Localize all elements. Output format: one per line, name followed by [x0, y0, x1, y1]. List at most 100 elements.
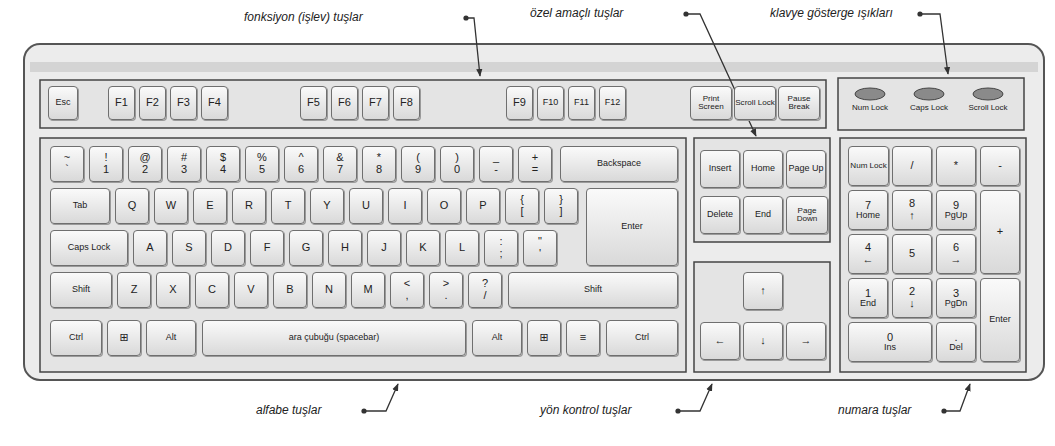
callout-label: yön kontrol tuşlar — [540, 403, 631, 417]
keyboard-key: I — [388, 188, 422, 224]
keyboard-key: @2 — [128, 146, 162, 182]
key-label: / — [483, 290, 486, 302]
key-label: M — [363, 284, 372, 296]
key-label: D — [224, 242, 232, 254]
key-label: 8 — [909, 198, 915, 210]
key-label: 5 — [909, 248, 915, 260]
key-label: F3 — [177, 97, 190, 109]
keyboard-key: ← — [700, 322, 740, 360]
keyboard-key: F4 — [201, 86, 228, 120]
indicator-label: Num Lock — [848, 104, 892, 112]
key-label: 7 — [865, 200, 871, 212]
keyboard-key: V — [234, 272, 268, 308]
key-label: O — [440, 200, 449, 212]
key-label: ^ — [298, 152, 303, 164]
key-label: 4 — [865, 242, 871, 254]
keyboard-key: }] — [544, 188, 578, 224]
keyboard-key: O — [427, 188, 461, 224]
keyboard-key: 1End — [848, 278, 888, 318]
keyboard-key: T — [271, 188, 305, 224]
key-label: F6 — [338, 97, 351, 109]
key-label: F5 — [307, 97, 320, 109]
key-label: { — [520, 194, 524, 206]
key-label: } — [559, 194, 563, 206]
key-label: H — [341, 242, 349, 254]
arrow-panel — [694, 262, 830, 372]
key-label: 1 — [865, 288, 871, 300]
key-label: ! — [104, 152, 107, 164]
key-label: K — [419, 242, 426, 254]
key-label: Del — [949, 343, 963, 352]
key-label: ↑ — [760, 285, 766, 297]
keyboard-key: F — [250, 230, 284, 266]
keyboard-key: ↓ — [743, 322, 783, 360]
numeric-panel — [840, 138, 1026, 372]
key-label: - — [494, 164, 498, 176]
keyboard-key: D — [211, 230, 245, 266]
key-label: Num Lock — [850, 162, 886, 170]
key-label: Delete — [707, 210, 733, 219]
key-label: ↑ — [909, 210, 915, 222]
keyboard-key: Esc — [48, 86, 78, 120]
key-label: F4 — [208, 97, 221, 109]
keyboard-key: Q — [115, 188, 149, 224]
key-label: Caps Lock — [68, 243, 111, 252]
key-label: , — [405, 290, 408, 302]
key-label: 0 — [887, 332, 893, 344]
keyboard-key: *8 — [362, 146, 396, 182]
key-label: 3 — [181, 164, 187, 176]
key-label: Ins — [884, 343, 896, 352]
keyboard-key: B — [273, 272, 307, 308]
key-label: End — [755, 210, 771, 219]
keyboard-key: Page Up — [786, 150, 826, 188]
key-label: F2 — [146, 97, 159, 109]
indicator-label: Scroll Lock — [966, 104, 1010, 112]
keyboard-key: Tab — [50, 188, 110, 224]
key-label: T — [285, 200, 292, 212]
keyboard-key: A — [133, 230, 167, 266]
keyboard-key: * — [936, 146, 976, 186]
key-label: 3 — [953, 288, 959, 300]
indicator-lamp — [855, 88, 885, 100]
keyboard-key: P — [466, 188, 500, 224]
keyboard-key: {[ — [505, 188, 539, 224]
keyboard-key: Delete — [700, 196, 740, 234]
keyboard-key: R — [232, 188, 266, 224]
keyboard-key: L — [445, 230, 479, 266]
key-label: = — [532, 164, 538, 176]
key-label: < — [404, 278, 410, 290]
key-label: 9 — [415, 164, 421, 176]
key-label: C — [208, 284, 216, 296]
indicator-lamp — [914, 88, 944, 100]
key-label: E — [206, 200, 213, 212]
keyboard-key: Page Down — [786, 196, 828, 234]
callout-label: klavye gösterge ışıkları — [770, 6, 893, 20]
key-label: ↓ — [760, 335, 766, 347]
special-panel — [694, 138, 830, 242]
keyboard-key: !1 — [89, 146, 123, 182]
keyboard-key: )0 — [440, 146, 474, 182]
keyboard-key: #3 — [167, 146, 201, 182]
key-label: → — [801, 335, 812, 347]
keyboard-key: >. — [429, 272, 463, 308]
key-label: ] — [559, 206, 562, 218]
keyboard-key: / — [892, 146, 932, 186]
key-label: F1 — [115, 97, 128, 109]
key-label: Alt — [492, 333, 503, 342]
key-label: B — [286, 284, 293, 296]
key-label: Tab — [73, 201, 88, 210]
keyboard-key: F6 — [331, 86, 358, 120]
keyboard-key: ^6 — [284, 146, 318, 182]
keyboard-key: F9 — [506, 86, 533, 120]
key-label: N — [325, 284, 333, 296]
keyboard-key: %5 — [245, 146, 279, 182]
keyboard-key: F12 — [599, 86, 626, 120]
keyboard-key: 8↑ — [892, 190, 932, 230]
keyboard-key: ⊞ — [527, 320, 561, 356]
key-label: Insert — [709, 164, 732, 173]
indicator-lamp — [973, 88, 1003, 100]
key-label: Shift — [584, 285, 602, 294]
keyboard-key: Shift — [50, 272, 112, 308]
keyboard-key: U — [349, 188, 383, 224]
key-label: 9 — [953, 200, 959, 212]
